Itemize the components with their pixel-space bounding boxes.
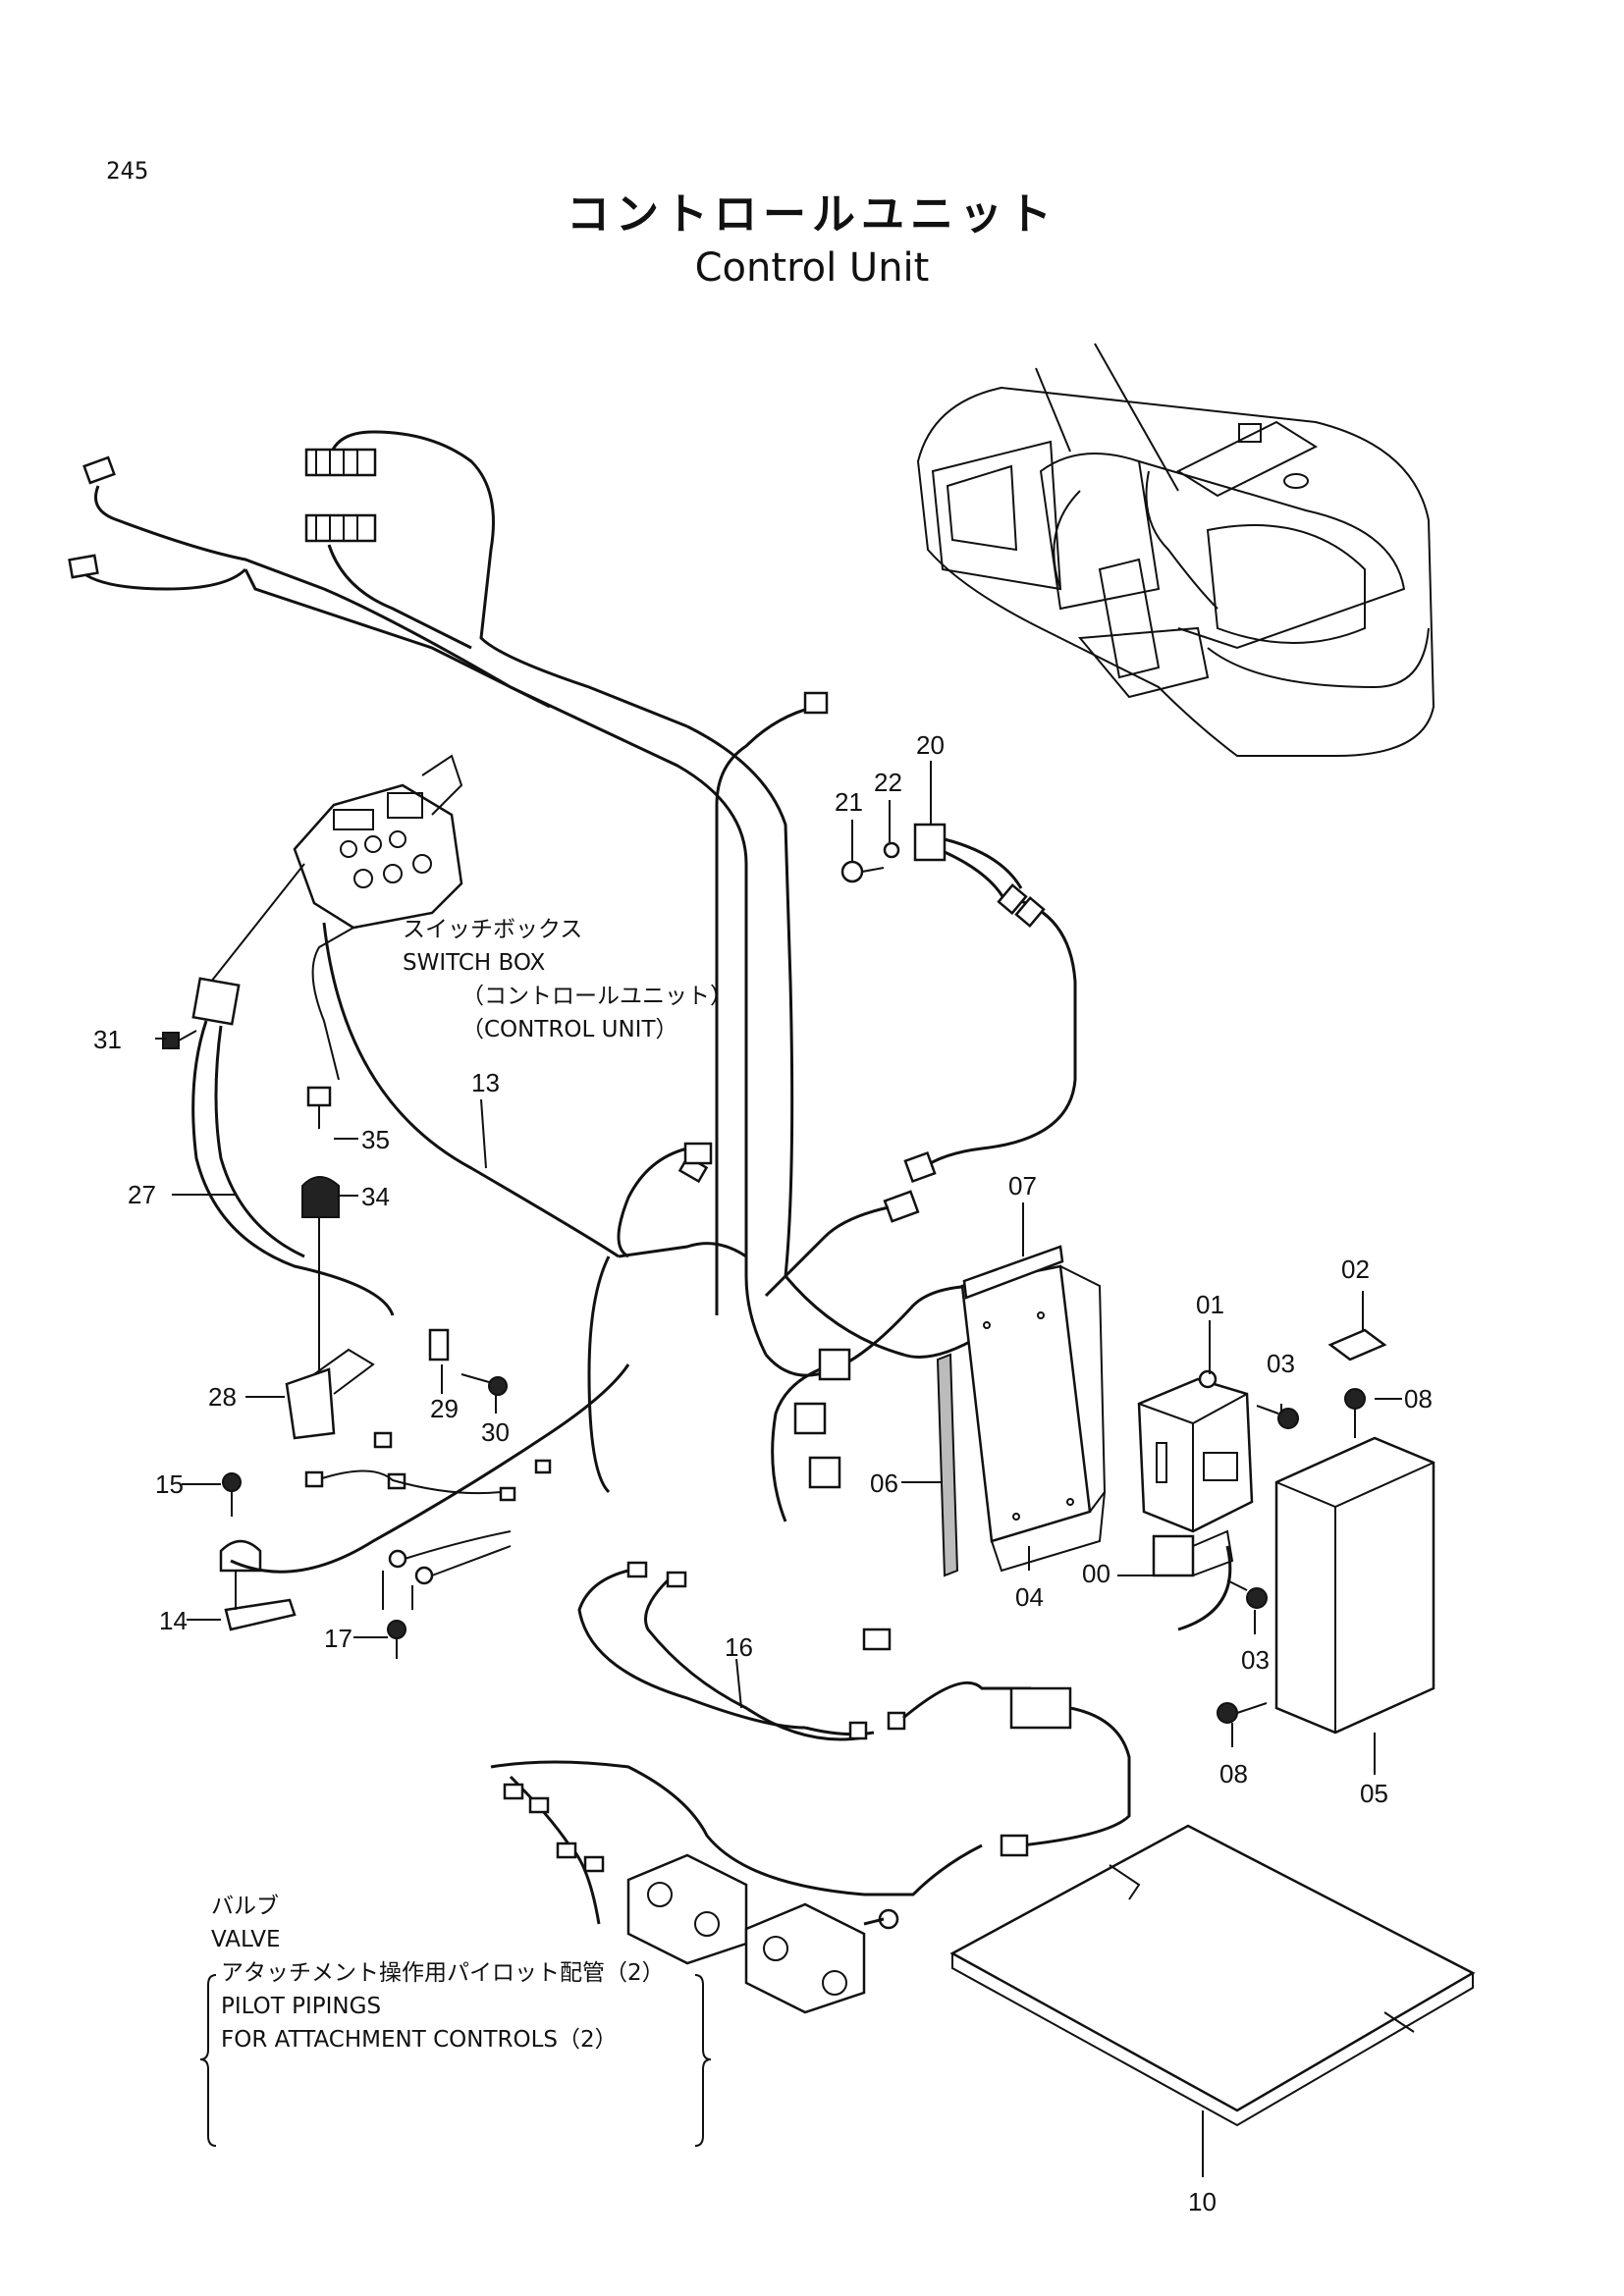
bolt-21 — [840, 860, 885, 883]
switch-box-caption-en: SWITCH BOX — [403, 950, 546, 976]
label-22: 22 — [874, 768, 902, 797]
label-06: 06 — [870, 1468, 898, 1498]
bolt-17 — [387, 1620, 406, 1659]
control-unit-caption-ja: （コントロールユニット） — [461, 984, 732, 1009]
label-30: 30 — [481, 1417, 510, 1447]
label-08-lower: 08 — [1219, 1759, 1248, 1789]
label-02: 02 — [1341, 1255, 1370, 1284]
connector-20 — [764, 823, 1077, 1298]
valve-caption-ja: バルブ — [211, 1894, 279, 1919]
bolt-03-lower — [1226, 1579, 1268, 1609]
bolt-08-lower — [1217, 1702, 1268, 1724]
label-29: 29 — [430, 1394, 459, 1423]
cover-05 — [1274, 1436, 1435, 1735]
label-21: 21 — [835, 787, 863, 817]
harness-16 — [577, 1561, 1131, 1896]
label-17: 17 — [324, 1624, 352, 1653]
strip-07 — [962, 1245, 1064, 1300]
bracket-and-harness-27 — [191, 977, 395, 1316]
label-16: 16 — [725, 1632, 753, 1662]
label-03-upper: 03 — [1267, 1349, 1295, 1378]
attachment-controls-caption: FOR ATTACHMENT CONTROLS（2） — [221, 2027, 618, 2053]
label-04: 04 — [1015, 1582, 1044, 1612]
washer-22 — [883, 841, 900, 859]
pilot-piping-caption-en: PILOT PIPINGS — [221, 1994, 382, 2019]
bolt-31 — [162, 1030, 197, 1049]
page-number: 245 — [106, 157, 149, 185]
bracket-28 — [285, 1348, 375, 1440]
valve-2 — [744, 1902, 899, 2014]
terminals — [382, 1530, 512, 1610]
label-03-lower: 03 — [1241, 1645, 1270, 1675]
strip-06 — [936, 1353, 959, 1577]
part-numbers: 31 27 13 35 34 28 29 30 15 14 17 16 21 2… — [93, 730, 1433, 2216]
bolt-15 — [222, 1472, 242, 1517]
relay-00 — [1152, 1529, 1234, 1631]
bolt-35 — [306, 1086, 332, 1129]
leader-lines — [155, 761, 1402, 2177]
valve-caption-brackets — [199, 1974, 712, 2147]
label-20: 20 — [916, 730, 945, 760]
tray-10 — [949, 1824, 1476, 2127]
switch-box-assembly — [210, 754, 463, 1081]
control-unit-caption-en: （CONTROL UNIT） — [461, 1017, 678, 1042]
bolt-03-upper — [1256, 1405, 1299, 1429]
label-00: 00 — [1082, 1559, 1110, 1588]
label-10: 10 — [1188, 2187, 1217, 2216]
relay-cluster — [771, 1348, 851, 1522]
label-01: 01 — [1196, 1290, 1224, 1319]
harness-13 — [77, 430, 983, 1494]
label-08-upper: 08 — [1404, 1384, 1433, 1414]
valve-caption-en: VALVE — [211, 1927, 281, 1952]
clamp-34 — [301, 1176, 340, 1394]
title-english: Control Unit — [694, 245, 930, 291]
label-35: 35 — [361, 1125, 390, 1154]
bolt-08-upper — [1344, 1388, 1366, 1438]
controller-01 — [1137, 1369, 1254, 1533]
switch-box-caption: スイッチボックス SWITCH BOX （コントロールユニット） （CONTRO… — [403, 913, 732, 1046]
label-34: 34 — [361, 1182, 390, 1211]
valve-harness — [490, 1760, 865, 1925]
harness-small-branch — [230, 1363, 630, 1574]
label-15: 15 — [155, 1469, 184, 1499]
label-13: 13 — [471, 1068, 500, 1097]
bolt-30 — [460, 1373, 508, 1396]
label-05: 05 — [1360, 1779, 1388, 1808]
pad-02 — [1327, 1328, 1387, 1362]
machine-overview — [916, 343, 1435, 757]
label-14: 14 — [159, 1606, 188, 1635]
clamp-14 — [219, 1539, 297, 1631]
bracket-04 — [960, 1264, 1107, 1573]
plate-29 — [428, 1328, 450, 1362]
label-28: 28 — [208, 1382, 237, 1412]
valve-caption: バルブ VALVE アタッチメント操作用パイロット配管（2） PILOT PIP… — [211, 1890, 665, 2056]
switch-box-caption-ja: スイッチボックス — [403, 917, 583, 942]
label-07: 07 — [1008, 1171, 1037, 1201]
label-27: 27 — [128, 1180, 156, 1209]
label-31: 31 — [93, 1025, 122, 1054]
pilot-piping-caption-ja: アタッチメント操作用パイロット配管（2） — [221, 1960, 665, 1986]
harness-connectors — [68, 448, 892, 1651]
title-japanese: コントロールユニット — [567, 189, 1057, 240]
